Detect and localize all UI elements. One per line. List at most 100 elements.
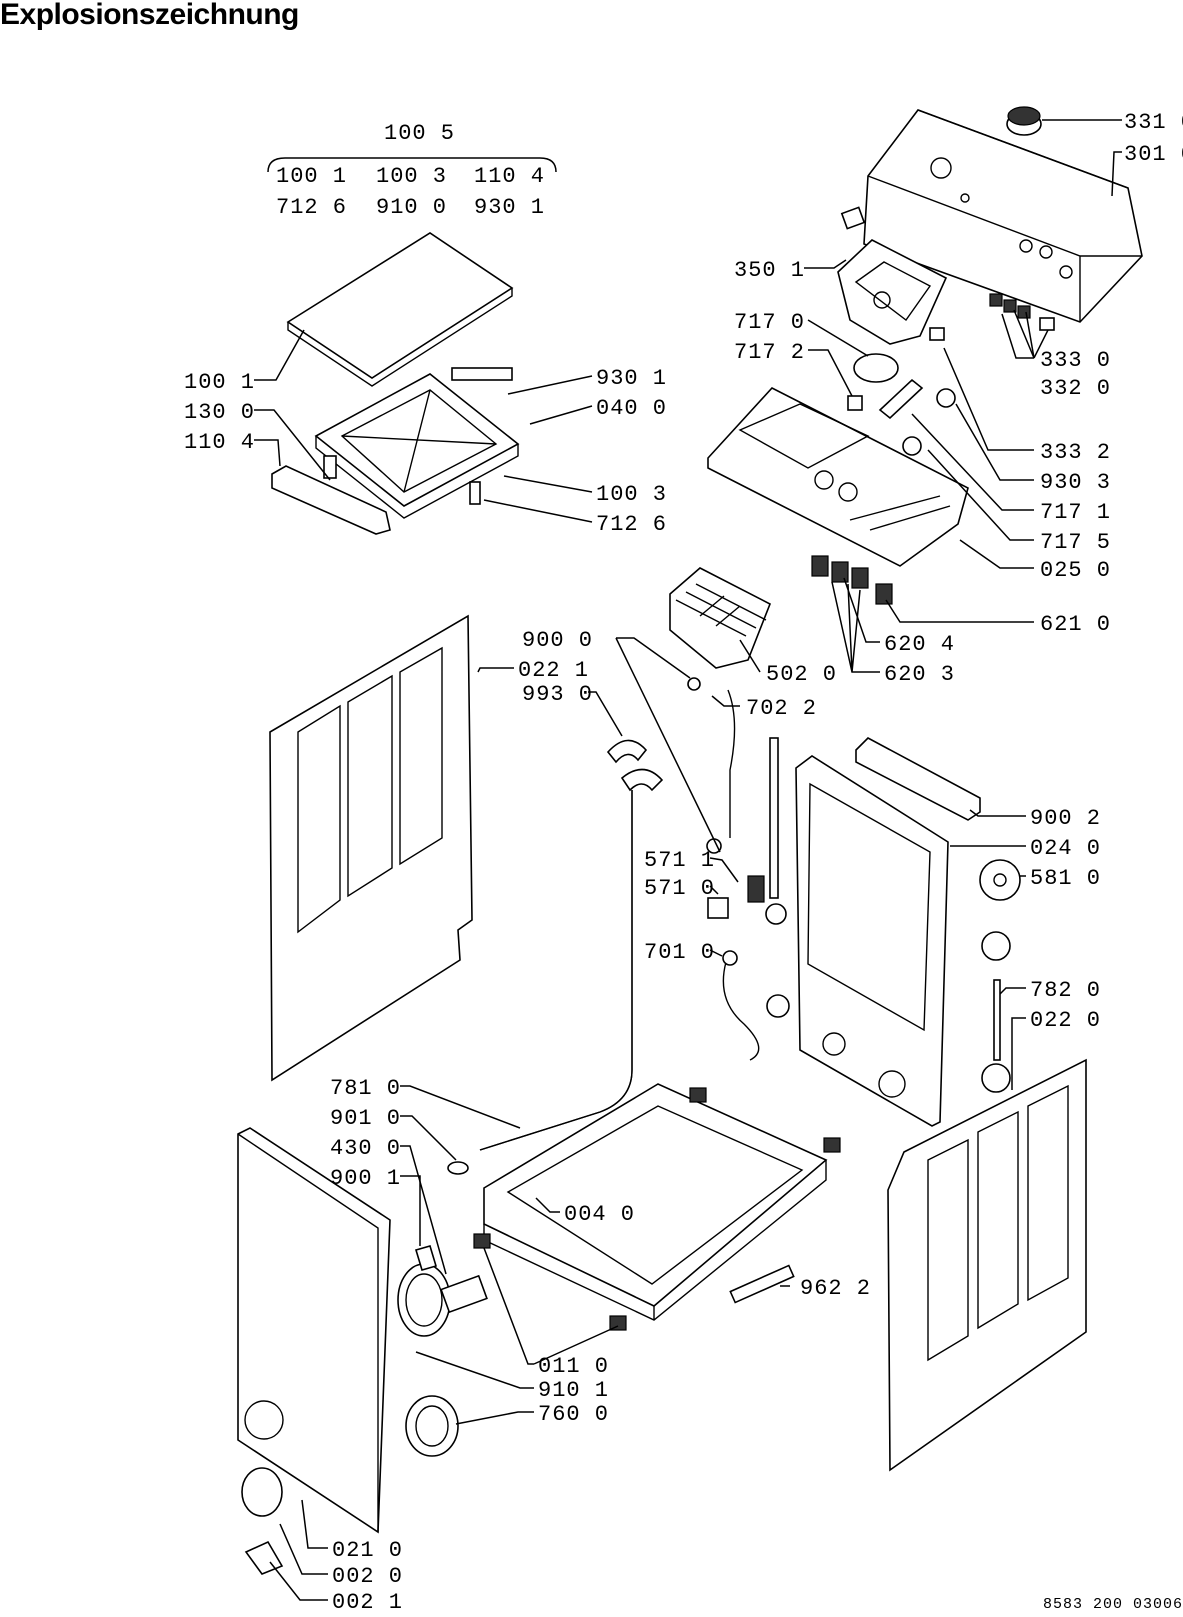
side-panel-left bbox=[269, 614, 473, 1082]
part-label: 900 0 bbox=[522, 628, 593, 653]
base-frame bbox=[483, 1083, 828, 1321]
small-part bbox=[936, 388, 956, 408]
kit-item: 930 1 bbox=[474, 195, 545, 220]
tube bbox=[727, 689, 736, 838]
front-trim bbox=[271, 465, 391, 535]
part-label: 910 1 bbox=[538, 1378, 609, 1403]
bracket bbox=[878, 378, 924, 420]
dispenser-flap bbox=[853, 353, 899, 383]
part-label: 900 2 bbox=[1030, 806, 1101, 831]
pulley-hub bbox=[993, 873, 1007, 887]
part-label: 900 1 bbox=[330, 1166, 401, 1191]
part-label: 301 0 bbox=[1124, 142, 1183, 167]
hose-bend bbox=[620, 768, 664, 792]
part-label: 021 0 bbox=[332, 1538, 403, 1563]
small-part bbox=[847, 395, 863, 411]
rod bbox=[993, 979, 1001, 1061]
damper-ball bbox=[766, 994, 790, 1018]
dispenser-housing bbox=[707, 387, 969, 567]
kit-item: 910 0 bbox=[376, 195, 447, 220]
part-label: 901 0 bbox=[330, 1106, 401, 1131]
kit-header: 100 5 100 1 100 3 110 4 712 6 910 0 930 … bbox=[267, 121, 557, 220]
feet bbox=[473, 1087, 841, 1331]
part-label: 011 0 bbox=[538, 1354, 609, 1379]
damper-rod bbox=[769, 737, 779, 899]
part-label: 571 1 bbox=[644, 848, 715, 873]
part-label: 333 2 bbox=[1040, 440, 1111, 465]
kit-item: 100 3 bbox=[376, 164, 447, 189]
part-label: 040 0 bbox=[596, 396, 667, 421]
filter-strip bbox=[729, 1264, 795, 1304]
part-label: 962 2 bbox=[800, 1276, 871, 1301]
ball bbox=[981, 931, 1011, 961]
part-label: 581 0 bbox=[1030, 866, 1101, 891]
valve-body bbox=[707, 897, 729, 919]
part-label: 993 0 bbox=[522, 682, 593, 707]
part-label: 331 0 bbox=[1124, 110, 1183, 135]
top-frame bbox=[314, 373, 520, 519]
kit-item: 712 6 bbox=[276, 195, 347, 220]
part-label: 782 0 bbox=[1030, 978, 1101, 1003]
part-label: 702 2 bbox=[746, 696, 817, 721]
latch bbox=[469, 481, 481, 505]
front-panel bbox=[237, 1127, 391, 1534]
part-label: 022 0 bbox=[1030, 1008, 1101, 1033]
kit-item: 110 4 bbox=[474, 164, 545, 189]
part-label: 781 0 bbox=[330, 1076, 401, 1101]
pressure-switch bbox=[747, 875, 765, 903]
drain-hose bbox=[479, 790, 633, 1151]
leader-lines bbox=[254, 119, 1122, 1601]
part-label: 930 3 bbox=[1040, 470, 1111, 495]
push-buttons bbox=[929, 293, 1055, 341]
part-label: 620 4 bbox=[884, 632, 955, 657]
part-label: 025 0 bbox=[1040, 558, 1111, 583]
drain-hose-inner bbox=[479, 790, 633, 1151]
part-label: 930 1 bbox=[596, 366, 667, 391]
side-panel-right bbox=[887, 1058, 1087, 1472]
drain-pump bbox=[397, 1263, 488, 1337]
part-label: 717 0 bbox=[734, 310, 805, 335]
part-label: 002 1 bbox=[332, 1590, 403, 1615]
kit-item: 100 1 bbox=[276, 164, 347, 189]
part-label: 350 1 bbox=[734, 258, 805, 283]
filter-door bbox=[241, 1467, 283, 1517]
hose-clip bbox=[606, 739, 648, 764]
pump-filter bbox=[405, 1395, 459, 1457]
part-label: 701 0 bbox=[644, 940, 715, 965]
kit-group-label: 100 5 bbox=[384, 121, 455, 146]
inlet-hose bbox=[722, 961, 760, 1061]
part-label: 620 3 bbox=[884, 662, 955, 687]
part-label: 002 0 bbox=[332, 1564, 403, 1589]
drawing-number: 8583 200 03006 bbox=[1042, 1596, 1183, 1613]
relays bbox=[811, 555, 893, 605]
electronic-board bbox=[837, 206, 948, 345]
part-label: 621 0 bbox=[1040, 612, 1111, 637]
lid-handle bbox=[323, 455, 337, 479]
part-labels: 331 0 301 0 350 1 717 0 717 2 333 0 332 … bbox=[184, 110, 1183, 1615]
part-label: 110 4 bbox=[184, 430, 255, 455]
part-label: 130 0 bbox=[184, 400, 255, 425]
part-label: 022 1 bbox=[518, 658, 589, 683]
part-label: 717 5 bbox=[1040, 530, 1111, 555]
part-label: 502 0 bbox=[766, 662, 837, 687]
top-rail bbox=[855, 737, 981, 821]
pulley bbox=[979, 859, 1021, 901]
damper-end bbox=[765, 903, 787, 925]
part-label: 717 1 bbox=[1040, 500, 1111, 525]
part-label: 004 0 bbox=[564, 1202, 635, 1227]
part-label: 760 0 bbox=[538, 1402, 609, 1427]
part-label: 332 0 bbox=[1040, 376, 1111, 401]
control-panel bbox=[863, 109, 1143, 323]
pump-clip bbox=[415, 1245, 437, 1271]
part-label: 712 6 bbox=[596, 512, 667, 537]
page-title: Explosionszeichnung bbox=[0, 0, 299, 31]
small-valve bbox=[722, 950, 738, 966]
lid-hinge bbox=[451, 367, 513, 381]
part-label: 024 0 bbox=[1030, 836, 1101, 861]
top-lid bbox=[286, 232, 514, 387]
electronic-module bbox=[669, 567, 772, 669]
hose-clamp bbox=[447, 1161, 469, 1175]
part-label: 430 0 bbox=[330, 1136, 401, 1161]
rear-panel bbox=[795, 755, 949, 1127]
